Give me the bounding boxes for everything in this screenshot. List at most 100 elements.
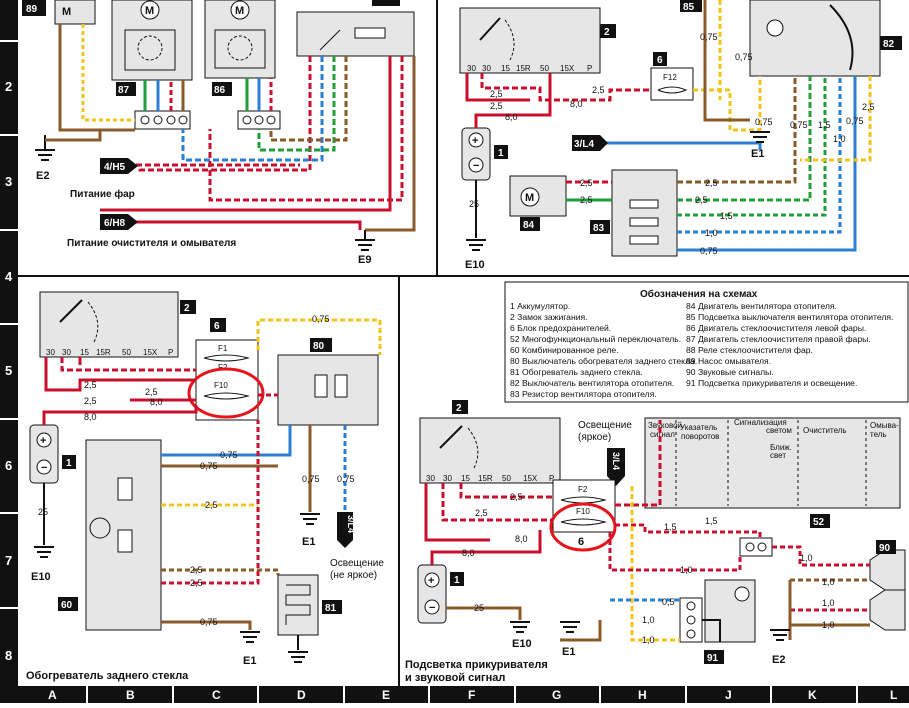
callout-83: 83 <box>593 223 605 234</box>
col-label: A <box>48 688 57 702</box>
svg-text:8,0: 8,0 <box>505 112 518 122</box>
label-lighting-dim-2: (не яркое) <box>330 570 377 581</box>
callout-6: 6 <box>657 55 663 66</box>
ground-e10-br: E10 <box>512 638 532 650</box>
svg-text:83 Резистор вентилятора отопит: 83 Резистор вентилятора отопителя. <box>510 389 657 399</box>
m-label: M <box>62 6 71 18</box>
col-label: H <box>638 688 647 702</box>
callout-85: 85 <box>683 2 695 13</box>
svg-text:80 Выключатель обогревателя за: 80 Выключатель обогревателя заднего стек… <box>510 356 697 366</box>
svg-text:1,0: 1,0 <box>680 565 693 575</box>
svg-text:87 Двигатель стеклоочистителя: 87 Двигатель стеклоочистителя правой фар… <box>686 334 871 344</box>
svg-text:15R: 15R <box>516 64 531 73</box>
svg-text:Ближ.: Ближ. <box>770 443 792 452</box>
svg-text:50: 50 <box>502 474 511 483</box>
svg-text:2,5: 2,5 <box>580 195 593 205</box>
svg-text:25: 25 <box>469 199 479 209</box>
svg-text:1,0: 1,0 <box>822 598 835 608</box>
ground-e9: E9 <box>358 254 371 266</box>
svg-text:−: − <box>429 602 435 614</box>
callout-81: 81 <box>325 603 337 614</box>
svg-text:сигнал: сигнал <box>650 430 675 439</box>
row-label: 7 <box>5 553 12 568</box>
rear-heater-panel: 2 30 30 15 15R 50 15X P 6 F1 F2 F10 80 <box>26 291 384 682</box>
callout-2: 2 <box>604 27 610 38</box>
callout-1c: 1 <box>454 575 460 586</box>
title-lighter-1: Подсветка прикуривателя <box>405 659 548 671</box>
ground-e1-mid: E1 <box>243 655 256 667</box>
callout-2b: 2 <box>184 303 190 314</box>
callout-52: 52 <box>813 517 825 528</box>
svg-text:91 Подсветка прикуривателя и о: 91 Подсветка прикуривателя и освещение. <box>686 378 857 388</box>
col-label: L <box>890 688 897 702</box>
svg-text:15: 15 <box>80 348 89 357</box>
svg-text:−: − <box>473 160 479 172</box>
svg-text:Указатель: Указатель <box>680 423 717 432</box>
connector-l4-low: 3/L4 <box>611 452 621 470</box>
svg-text:1,5: 1,5 <box>705 516 718 526</box>
svg-text:30: 30 <box>467 64 476 73</box>
svg-text:M: M <box>145 5 154 17</box>
svg-text:88 Реле стеклоочистителя фар.: 88 Реле стеклоочистителя фар. <box>686 345 813 355</box>
ground-e2-br: E2 <box>772 654 785 666</box>
callout-87: 87 <box>118 85 130 96</box>
svg-text:P: P <box>549 474 554 483</box>
svg-text:2,5: 2,5 <box>862 102 875 112</box>
svg-text:1,0: 1,0 <box>642 635 655 645</box>
connector-l4-mid: 3/L4 <box>346 515 356 533</box>
connector-h5: 4/H5 <box>104 162 126 173</box>
svg-text:2,5: 2,5 <box>190 565 203 575</box>
title-rear-heater: Обогреватель заднего стекла <box>26 670 189 682</box>
svg-text:1,0: 1,0 <box>822 577 835 587</box>
lighter-horn-panel: 2 30 30 15 15R 50 15X P Освещение (яркое… <box>405 400 906 684</box>
svg-text:тель: тель <box>870 430 887 439</box>
svg-text:2,5: 2,5 <box>145 387 158 397</box>
svg-text:8,0: 8,0 <box>150 397 163 407</box>
col-label: B <box>126 688 135 702</box>
fuse-f12: F12 <box>663 73 677 82</box>
svg-text:1,0: 1,0 <box>822 620 835 630</box>
svg-text:свет: свет <box>770 451 786 460</box>
svg-text:0,75: 0,75 <box>220 450 238 460</box>
svg-text:1,5: 1,5 <box>720 211 733 221</box>
svg-text:1,0: 1,0 <box>705 228 718 238</box>
column-ruler: A B C D E F G H J K L <box>0 686 909 703</box>
callout-89: 89 <box>26 4 38 15</box>
svg-text:0,75: 0,75 <box>790 120 808 130</box>
svg-text:30: 30 <box>443 474 452 483</box>
svg-text:50: 50 <box>540 64 549 73</box>
svg-text:P: P <box>587 64 592 73</box>
row-label: 3 <box>5 174 12 189</box>
svg-text:0,75: 0,75 <box>302 474 320 484</box>
svg-text:+: + <box>40 435 46 447</box>
svg-text:+: + <box>428 575 434 587</box>
svg-text:86 Двигатель стеклоочистителя: 86 Двигатель стеклоочистителя левой фары… <box>686 323 866 333</box>
callout-6b: 6 <box>214 321 220 332</box>
row-label: 6 <box>5 458 12 473</box>
col-label: D <box>297 688 306 702</box>
svg-text:Омыва-: Омыва- <box>870 421 899 430</box>
svg-text:поворотов: поворотов <box>681 432 719 441</box>
svg-text:1,5: 1,5 <box>664 522 677 532</box>
label-lighting-bright-2: (яркое) <box>578 432 611 443</box>
callout-91: 91 <box>707 653 719 664</box>
legend-title: Обозначения на схемах <box>640 288 758 300</box>
fuse-f10: F10 <box>214 381 228 390</box>
col-label: F <box>468 688 475 702</box>
svg-text:0,75: 0,75 <box>755 117 773 127</box>
svg-text:85 Подсветка выключателя венти: 85 Подсветка выключателя вентилятора ото… <box>686 312 893 322</box>
label-power-headlights: Питание фар <box>70 188 135 200</box>
svg-text:0,75: 0,75 <box>846 116 864 126</box>
row-ruler: 2 3 4 5 6 7 8 <box>0 0 18 703</box>
svg-text:2,5: 2,5 <box>490 101 503 111</box>
ground-e10-bl: E10 <box>31 571 51 583</box>
ground-e1-top: E1 <box>751 148 764 160</box>
svg-text:60 Комбинированное реле.: 60 Комбинированное реле. <box>510 345 619 355</box>
svg-text:1,0: 1,0 <box>642 615 655 625</box>
ground-e1-br: E1 <box>562 646 575 658</box>
heater-fan-panel: 2 30 30 15 15R 50 15X P F12 6 82 85 + − … <box>459 0 902 271</box>
svg-text:8,0: 8,0 <box>515 534 528 544</box>
callout-86: 86 <box>214 85 226 96</box>
callout-80: 80 <box>313 341 325 352</box>
svg-text:52 Многофункциональный переклю: 52 Многофункциональный переключатель. <box>510 334 681 344</box>
